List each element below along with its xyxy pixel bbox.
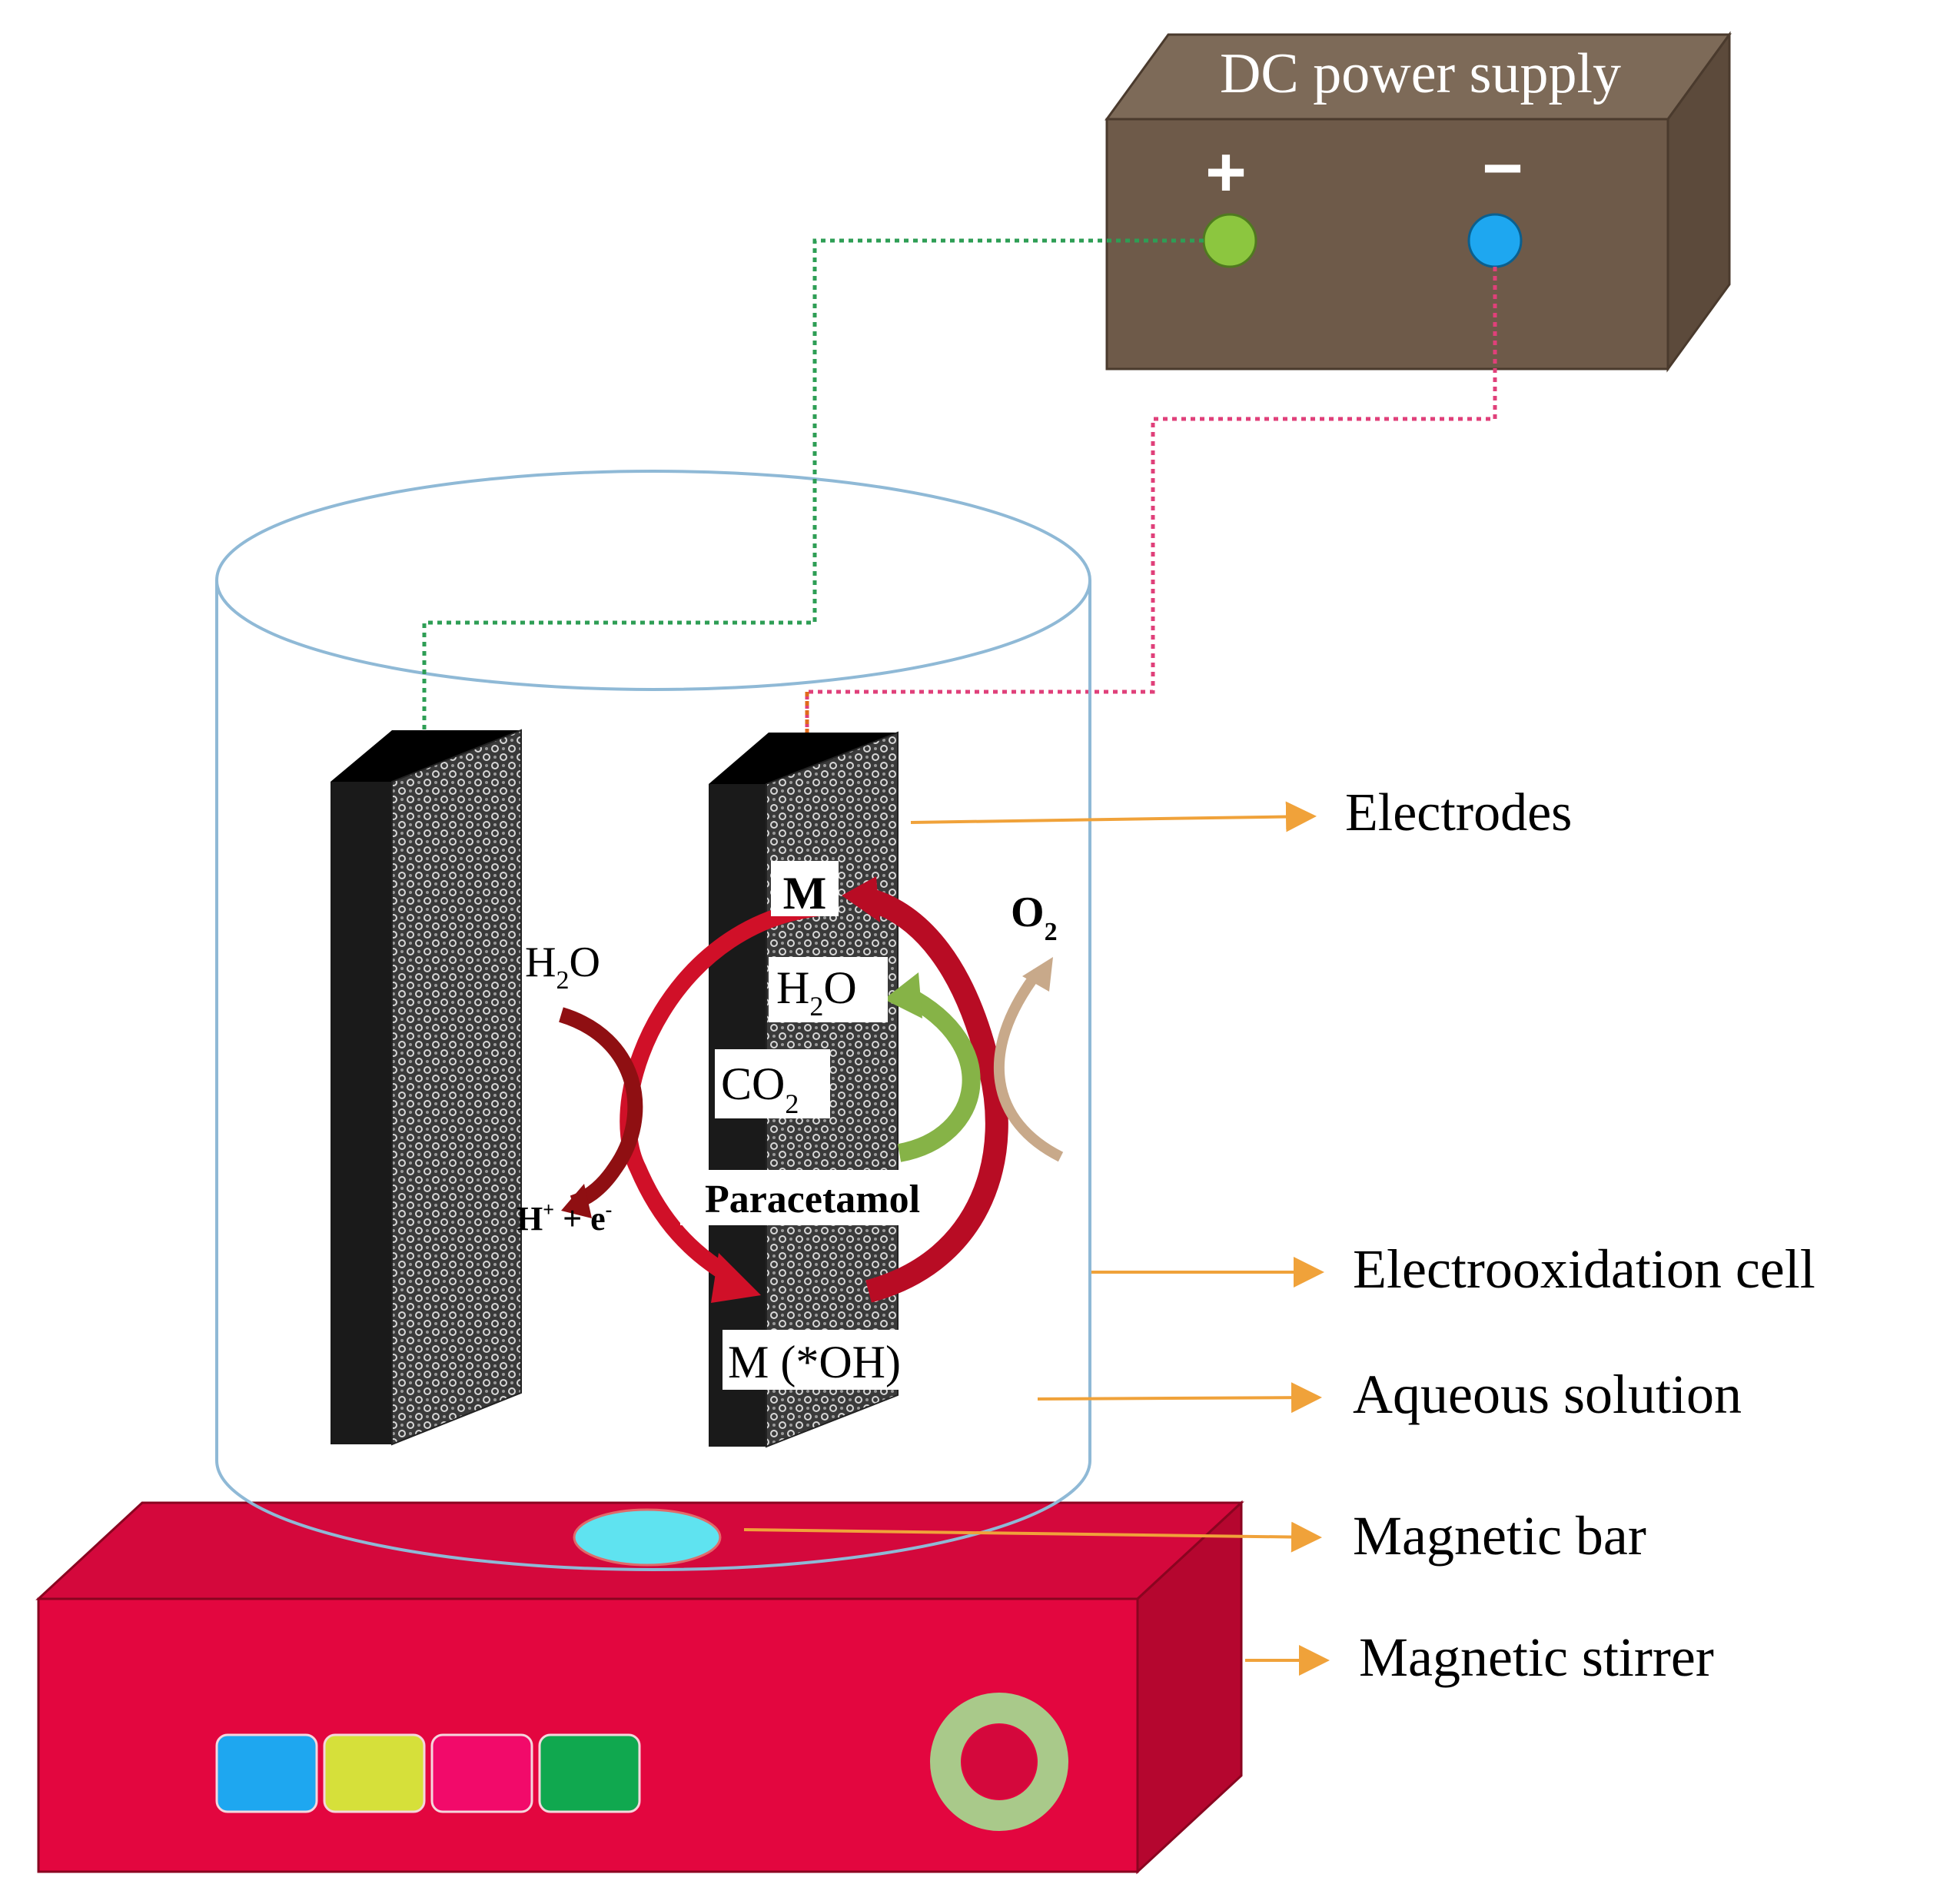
dc-power-supply: DC power supply + − — [1105, 31, 1732, 373]
red-arrow-right-up — [865, 888, 1008, 1303]
co2-label-bg — [715, 1049, 830, 1118]
cell-back — [215, 470, 1091, 691]
h2o-left-label: H2O — [525, 939, 600, 995]
stirrer-button-2[interactable] — [323, 1733, 426, 1813]
m-oh-label: M (*OH) — [728, 1337, 901, 1387]
stirrer-knob-center — [962, 1725, 1036, 1799]
green-arrow — [897, 987, 981, 1162]
wires — [422, 238, 1497, 753]
aqueous-solution-label: Aqueous solution — [1353, 1364, 1742, 1425]
cell-front — [215, 580, 1091, 1571]
electrooxidation-cell-label: Electrooxidation cell — [1353, 1238, 1815, 1300]
negative-symbol: − — [1482, 129, 1523, 208]
stirrer-button-4[interactable] — [538, 1733, 641, 1813]
h2o-arrow-left-head — [561, 1184, 592, 1218]
red-arrow-left-head — [711, 1253, 761, 1303]
paracetamol-label-bg — [680, 1170, 945, 1225]
aqueous-solution-arrow — [1037, 1382, 1322, 1414]
h2o-right-label: H2O — [776, 962, 857, 1022]
positive-symbol: + — [1205, 133, 1247, 211]
o2-arrow — [993, 969, 1064, 1162]
electrodes-arrow — [910, 801, 1317, 832]
magnetic-bar — [573, 1508, 722, 1567]
magnetic-stirrer — [35, 1500, 1244, 1875]
left-electrode-mesh — [391, 729, 522, 1446]
h2o-arrow-left — [558, 1007, 643, 1211]
cell-rim — [215, 470, 1091, 691]
m-label: M — [783, 868, 827, 919]
reaction-labels: M O2 H2O CO2 Paracetamol M (*OH) H2O H+ … — [517, 861, 1058, 1390]
magnetic-bar-arrow — [743, 1521, 1322, 1553]
power-supply-title: DC power supply — [1220, 42, 1621, 105]
green-arrow-head — [884, 972, 922, 1018]
electrodes-label: Electrodes — [1345, 783, 1572, 842]
reaction-arrows — [558, 876, 1064, 1303]
o2-arrow-head — [1022, 957, 1053, 992]
stirrer-button-3[interactable] — [430, 1733, 533, 1813]
stirrer-button-1[interactable] — [215, 1733, 318, 1813]
magnetic-bar-label: Magnetic bar — [1353, 1505, 1646, 1567]
o2-label: O2 — [1011, 889, 1058, 946]
co2-label: CO2 — [721, 1058, 799, 1119]
magnetic-stirrer-label: Magnetic stirrer — [1359, 1627, 1714, 1688]
hplus-label: H+ + e- — [517, 1198, 612, 1238]
red-arrow-right-head — [842, 876, 880, 922]
positive-wire — [422, 238, 1204, 753]
stirrer-buttons — [215, 1733, 641, 1813]
m-oh-label-bg — [723, 1330, 945, 1390]
m-label-bg — [771, 861, 839, 916]
negative-terminal[interactable] — [1467, 213, 1523, 268]
cell-wall — [215, 580, 1091, 1571]
stirrer-knob[interactable] — [930, 1693, 1068, 1831]
negative-wire — [805, 267, 1497, 738]
paracetamol-label: Paracetamol — [705, 1178, 920, 1221]
power-supply-front — [1105, 118, 1669, 370]
positive-terminal[interactable] — [1202, 213, 1257, 268]
h2o-right-label-bg — [769, 957, 888, 1022]
callout-labels: Electrodes Electrooxidation cell Aqueous… — [743, 783, 1815, 1688]
left-electrode-face — [331, 782, 392, 1444]
